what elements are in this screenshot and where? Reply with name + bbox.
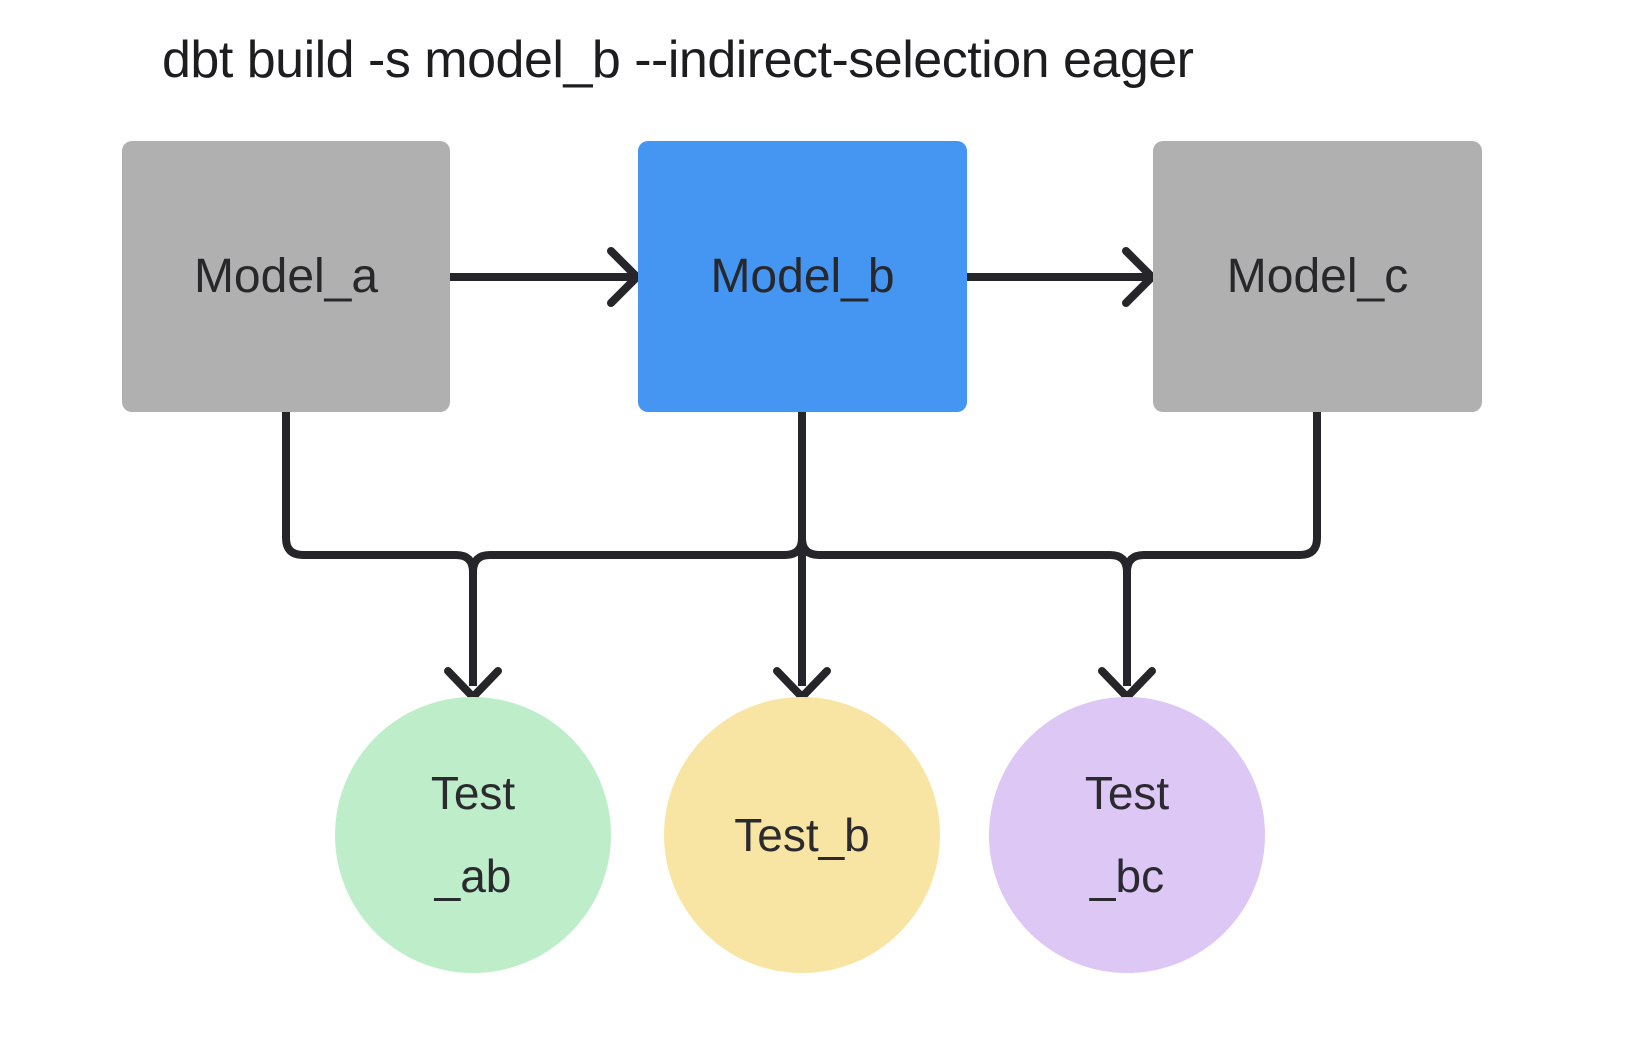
node-test-bc: Test _bc bbox=[989, 697, 1265, 973]
node-test-ab: Test _ab bbox=[335, 697, 611, 973]
node-model-b: Model_b bbox=[638, 141, 967, 412]
node-model-c-label: Model_c bbox=[1226, 250, 1409, 303]
node-test-bc-label: Test _bc bbox=[1084, 767, 1170, 902]
edge-model-a-to-test-ab bbox=[282, 412, 477, 686]
node-model-c: Model_c bbox=[1153, 141, 1482, 412]
node-model-a-label: Model_a bbox=[193, 250, 379, 303]
node-test-ab-label: Test _ab bbox=[430, 767, 516, 902]
node-model-a: Model_a bbox=[122, 141, 450, 412]
edge-model-b-to-test-bc bbox=[798, 412, 1131, 686]
diagram-title: dbt build -s model_b --indirect-selectio… bbox=[162, 31, 1194, 89]
node-test-b-label: Test_b bbox=[734, 808, 870, 861]
edge-model-b-to-test-ab bbox=[469, 412, 806, 686]
arrowhead-model-c bbox=[1122, 247, 1158, 307]
node-test-b: Test_b bbox=[664, 697, 940, 973]
arrowhead-model-b bbox=[607, 247, 643, 307]
edge-model-c-to-test-bc bbox=[1123, 412, 1321, 686]
node-model-b-label: Model_b bbox=[710, 250, 895, 303]
